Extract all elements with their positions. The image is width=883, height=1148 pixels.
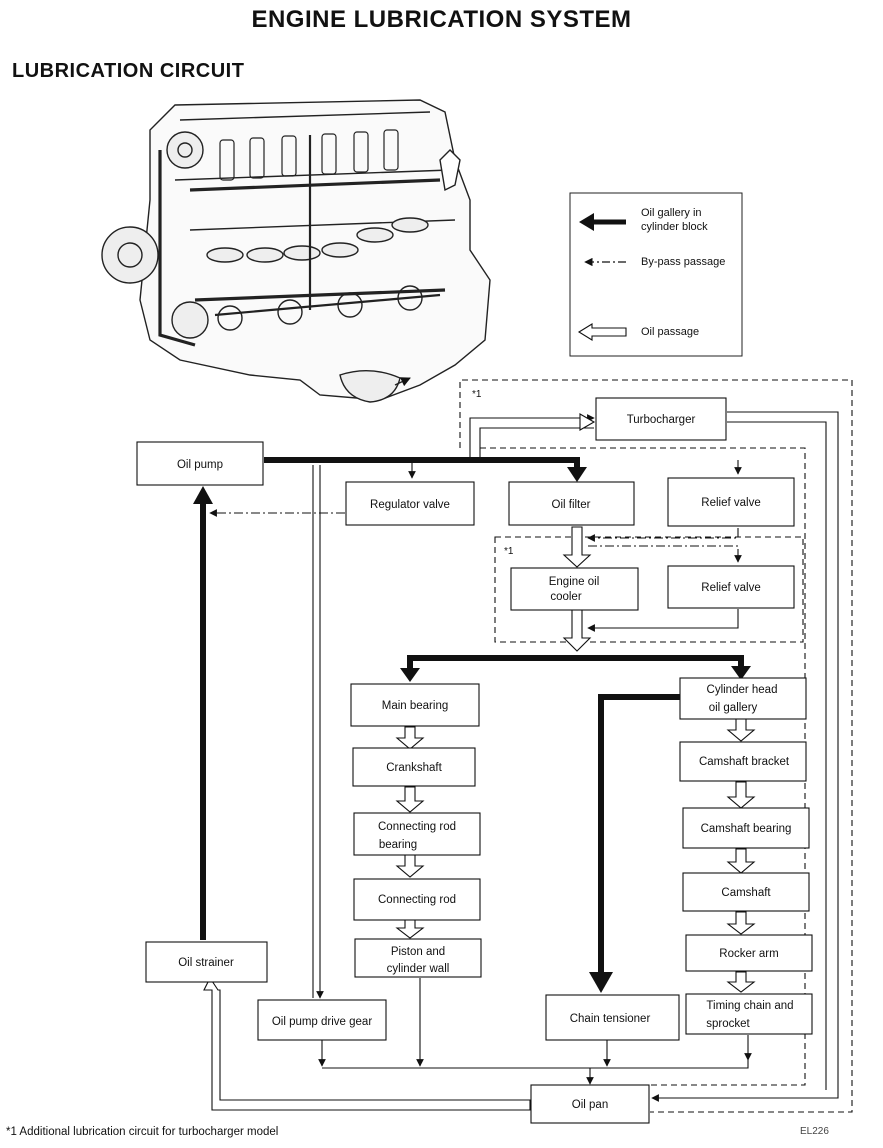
turbo-return-line-inner <box>727 421 827 1090</box>
legend-oil-passage: Oil passage <box>641 326 699 338</box>
regulator-valve-label: Regulator valve <box>370 499 450 511</box>
passage-filter-to-cooler <box>562 526 592 568</box>
turbo-circuit-note: *1 <box>472 389 482 400</box>
cylinder-head-gallery-label-line1: Cylinder head <box>707 684 778 696</box>
connecting-rod-label: Connecting rod <box>378 894 456 906</box>
camshaft-box <box>682 872 810 912</box>
arrowhead-tensioner-in <box>589 972 613 993</box>
passage-turbo-in-arrow <box>579 413 596 431</box>
chain-tensioner-label: Chain tensioner <box>570 1013 651 1025</box>
engine-oil-cooler-label-line2: cooler <box>550 591 581 603</box>
passage-cooler-out <box>562 609 592 652</box>
cooler-relief-return-line <box>587 609 739 632</box>
relief-valve-1-label: Relief valve <box>701 497 760 509</box>
collector-line <box>322 1060 749 1069</box>
connecting-rod-bearing-label-line2: bearing <box>379 839 417 851</box>
main-bearing-label: Main bearing <box>382 700 448 712</box>
relief-valve-2-box <box>667 565 795 609</box>
gallery-head-to-tensioner <box>598 694 680 975</box>
oil-pump-box <box>136 441 264 486</box>
relief-bypass-line <box>587 528 739 542</box>
passage-pan-to-strainer <box>203 976 531 1111</box>
legend-oil-gallery-line1: Oil gallery in <box>641 207 702 219</box>
turbo-circuit-frame <box>459 379 853 1113</box>
gallery-cooler-split <box>407 655 744 672</box>
oil-pan-box <box>530 1084 650 1124</box>
legend-thick-arrow-icon <box>579 213 626 231</box>
oil-strainer-box <box>145 941 268 983</box>
crankshaft-label: Crankshaft <box>386 762 442 774</box>
turbocharger-label: Turbocharger <box>627 414 696 426</box>
oil-filter-label: Oil filter <box>552 499 591 511</box>
section-title: LUBRICATION CIRCUIT <box>12 60 245 82</box>
camshaft-bracket-box <box>679 741 807 782</box>
footnote: *1 Additional lubrication circuit for tu… <box>6 1126 279 1138</box>
timing-chain-label-line1: Timing chain and <box>706 1000 793 1012</box>
camshaft-label: Camshaft <box>721 887 771 899</box>
cooler-circuit-note: *1 <box>504 546 514 557</box>
passage-main-to-crank <box>395 726 425 750</box>
figure-code: EL226 <box>800 1126 829 1137</box>
passage-rocker-to-timing <box>726 971 756 993</box>
piston-cylinder-wall-label-line1: Piston and <box>391 946 445 958</box>
passage-bracket-to-camshaft-brg <box>726 781 756 809</box>
gallery-pump-to-filter <box>264 457 580 474</box>
piston-cylinder-wall-label-line2: cylinder wall <box>387 963 450 975</box>
arrowhead-filter-in <box>567 467 587 482</box>
legend-oil-gallery-line2: cylinder block <box>641 221 708 233</box>
engine-oil-cooler-label-line1: Engine oil <box>549 576 600 588</box>
oil-pump-label: Oil pump <box>177 459 223 471</box>
turbo-feed-line-inner <box>479 427 594 458</box>
cooler-relief-feed-line <box>588 545 742 563</box>
legend-bypass: By-pass passage <box>641 256 725 268</box>
passage-rod-to-piston <box>395 919 425 939</box>
arrowhead-cylinder-head-in <box>731 666 751 680</box>
camshaft-bracket-label: Camshaft bracket <box>699 756 790 768</box>
camshaft-bearing-label: Camshaft bearing <box>701 823 792 835</box>
cylinder-head-gallery-label-line2: oil gallery <box>709 702 758 714</box>
chain-tensioner-box <box>545 994 680 1041</box>
engine-illustration <box>101 99 491 403</box>
oil-strainer-label: Oil strainer <box>178 957 234 969</box>
passage-crank-to-rodbrg <box>395 786 425 813</box>
arrowhead-main-bearing-in <box>400 668 420 682</box>
passage-rodbrg-to-rod <box>395 852 425 878</box>
rocker-arm-label: Rocker arm <box>719 948 778 960</box>
oil-pump-drive-gear-label: Oil pump drive gear <box>272 1016 373 1028</box>
passage-head-to-bracket <box>726 718 756 742</box>
passage-brg-to-camshaft <box>726 848 756 874</box>
passage-camshaft-to-rocker <box>726 911 756 935</box>
relief-valve-2-label: Relief valve <box>701 582 760 594</box>
timing-chain-box <box>685 993 813 1035</box>
crankshaft-box <box>352 747 476 787</box>
connecting-rod-bearing-box <box>353 812 481 856</box>
cylinder-head-gallery-box <box>679 677 807 720</box>
turbocharger-box <box>595 397 727 441</box>
camshaft-bearing-box <box>682 807 810 849</box>
legend: Oil gallery in cylinder block By-pass pa… <box>569 192 743 357</box>
legend-oil-passage-arrow-icon <box>577 323 627 341</box>
turbo-return-line <box>651 411 839 1102</box>
piston-cylinder-wall-box <box>354 938 482 978</box>
main-bearing-box <box>350 683 480 727</box>
arrowhead-pump-out <box>193 486 213 504</box>
oil-pan-label: Oil pan <box>572 1099 608 1111</box>
page-title: ENGINE LUBRICATION SYSTEM <box>251 6 632 33</box>
relief-valve-1-box <box>667 477 795 527</box>
rocker-arm-box <box>685 934 813 972</box>
connecting-rod-bearing-label-line1: Connecting rod <box>378 821 456 833</box>
cooler-circuit-box <box>494 536 804 643</box>
connecting-rod-box <box>353 878 481 921</box>
timing-chain-label-line2: sprocket <box>706 1018 750 1030</box>
turbo-feed-line <box>469 414 595 458</box>
engine-oil-cooler-box <box>510 567 639 611</box>
oil-pump-drive-gear-box <box>257 999 387 1041</box>
oil-filter-box <box>508 481 635 526</box>
regulator-valve-box <box>345 481 475 526</box>
